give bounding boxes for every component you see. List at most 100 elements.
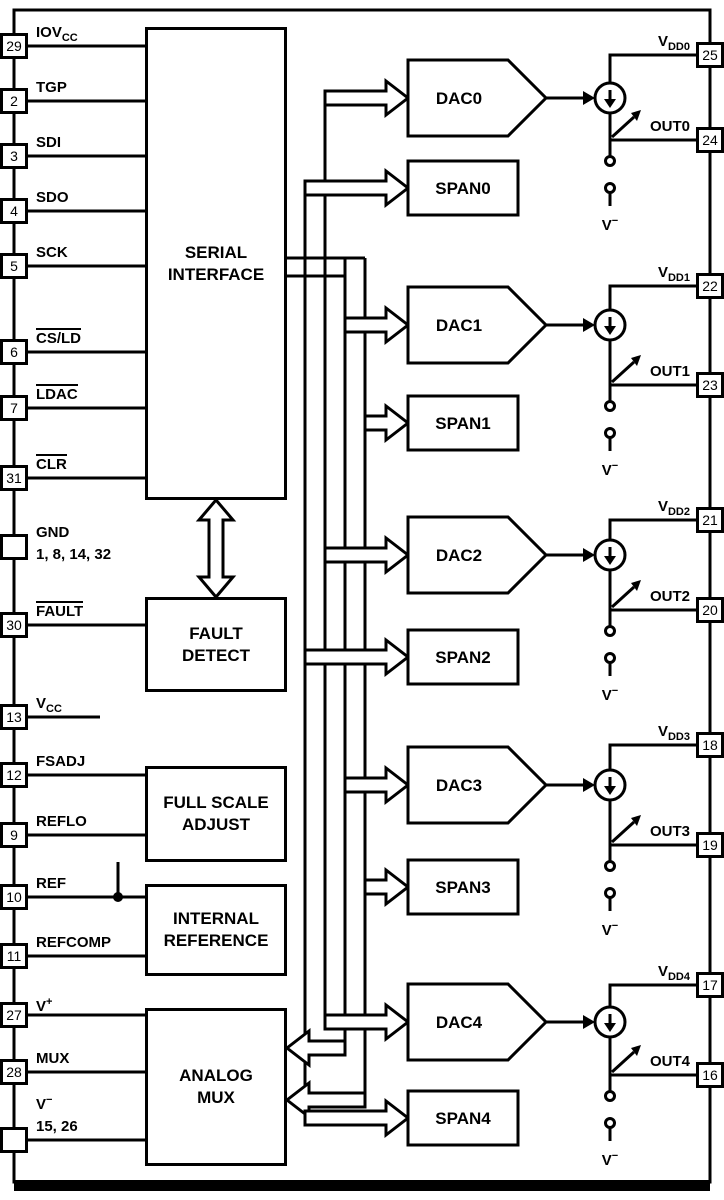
pin-number: 11 [6, 948, 22, 964]
switch-blade [610, 115, 636, 139]
pin-number: 2 [10, 93, 18, 109]
pin-label-out4: OUT4 [649, 1053, 690, 1070]
chip-border [12, 8, 712, 1184]
pin-number: 17 [702, 977, 718, 993]
channel-1: DAC1 SPAN1 [343, 284, 696, 452]
ground-terminal [604, 427, 616, 439]
span-label: SPAN0 [435, 179, 490, 198]
junction-dot [113, 892, 123, 902]
block-label: ADJUST [181, 815, 250, 834]
dac-label: DAC3 [436, 776, 482, 795]
pin-label-fsadj: FSADJ [36, 753, 86, 770]
pin-box-28: 28 [0, 1059, 28, 1085]
mux-bus-arrow [284, 1079, 367, 1121]
pin-box-vminus [0, 1127, 28, 1153]
dac-label: DAC1 [436, 316, 482, 335]
dac-block [406, 285, 549, 365]
pin-label-reflo: REFLO [36, 813, 87, 830]
pin-box-7: 7 [0, 395, 28, 421]
channel-4: DAC4 SPAN4 [303, 982, 696, 1147]
pin-box-18: 18 [696, 732, 724, 758]
pin-number: 4 [10, 203, 18, 219]
pin-label-fault: FAULT [36, 601, 84, 620]
pin-number: 30 [6, 617, 22, 633]
channel-0: DAC0 SPAN0 [303, 53, 696, 217]
switch-blade [610, 585, 636, 609]
pin-label-out1: OUT1 [649, 363, 690, 380]
pin-number: 19 [702, 837, 718, 853]
pin-number: 20 [702, 602, 718, 618]
pin-number: 21 [702, 512, 718, 528]
pin-label-ref: REF [36, 875, 66, 892]
pin-label-vdd0: VDD0 [657, 33, 690, 53]
arrowhead [631, 815, 641, 826]
block-label: FULL SCALE [163, 793, 269, 812]
pin-number: 24 [702, 132, 718, 148]
arrowhead [631, 110, 641, 121]
pin-number: 5 [10, 258, 18, 274]
dac-label: DAC0 [436, 89, 482, 108]
analog-mux-arrows [284, 1027, 367, 1121]
pin-label-iovcc: IOVCC [36, 24, 78, 44]
block-label: REFERENCE [163, 931, 269, 950]
pin-number: 23 [702, 377, 718, 393]
pin-box-29: 29 [0, 33, 28, 59]
arrowhead [583, 91, 595, 105]
pin-box-23: 23 [696, 372, 724, 398]
vdd-wire [608, 518, 696, 540]
mux-bus-arrow [284, 1027, 347, 1069]
pin-box-6: 6 [0, 339, 28, 365]
ground-terminal [604, 652, 616, 664]
pin-box-25: 25 [696, 42, 724, 68]
pin-number: 31 [6, 470, 22, 486]
switch-terminal [604, 625, 616, 637]
switch-terminal [604, 860, 616, 872]
span-feed-arrow [303, 167, 411, 209]
block-label: SERIAL [184, 242, 248, 262]
pin-box-13: 13 [0, 704, 28, 730]
span-block [406, 858, 520, 916]
pin-box-12: 12 [0, 762, 28, 788]
pin-label-mux: MUX [36, 1050, 70, 1067]
dac-feed-arrow [323, 534, 411, 576]
pin-box-20: 20 [696, 597, 724, 623]
pin-label-sdi: SDI [36, 134, 62, 151]
pin-number: 6 [10, 344, 18, 360]
pin-label-sdo: SDO [36, 189, 69, 206]
pin-box-16: 16 [696, 1062, 724, 1088]
pin-box-21: 21 [696, 507, 724, 533]
arrowhead [583, 548, 595, 562]
pin-number: 13 [6, 709, 22, 725]
pin-box-31: 31 [0, 465, 28, 491]
pin-number: 18 [702, 737, 718, 753]
ground-terminal [604, 1117, 616, 1129]
pin-number: 10 [6, 889, 22, 905]
pin-number: 12 [6, 767, 22, 783]
block-label: INTERNAL [173, 909, 259, 928]
pin-label-out3: OUT3 [649, 823, 690, 840]
dac-block [406, 982, 549, 1062]
pin-label-tgp: TGP [36, 79, 67, 96]
switch-terminal [604, 1090, 616, 1102]
span-block [406, 628, 520, 686]
block-label: DETECT [182, 645, 250, 665]
pin-box-2: 2 [0, 88, 28, 114]
span-block [406, 1089, 520, 1147]
pin-label-refcomp: REFCOMP [36, 934, 111, 951]
switch-blade [610, 820, 636, 844]
switch-blade [610, 360, 636, 384]
pin-label-vminus: V−15, 26 [36, 1094, 78, 1135]
pin-box-4: 4 [0, 198, 28, 224]
block-label: INTERFACE [167, 264, 265, 284]
span-feed-arrow [363, 402, 411, 444]
ground-label-3: V− [601, 920, 619, 939]
left-pin-wires [28, 44, 145, 1142]
ground-label-0: V− [601, 215, 619, 234]
pin-label-vdd4: VDD4 [657, 963, 690, 983]
chip-bottom-bar [14, 1180, 710, 1191]
vdd-wire [608, 743, 696, 770]
block-label: ANALOG [179, 1066, 253, 1085]
ground-label-2: V− [601, 685, 619, 704]
